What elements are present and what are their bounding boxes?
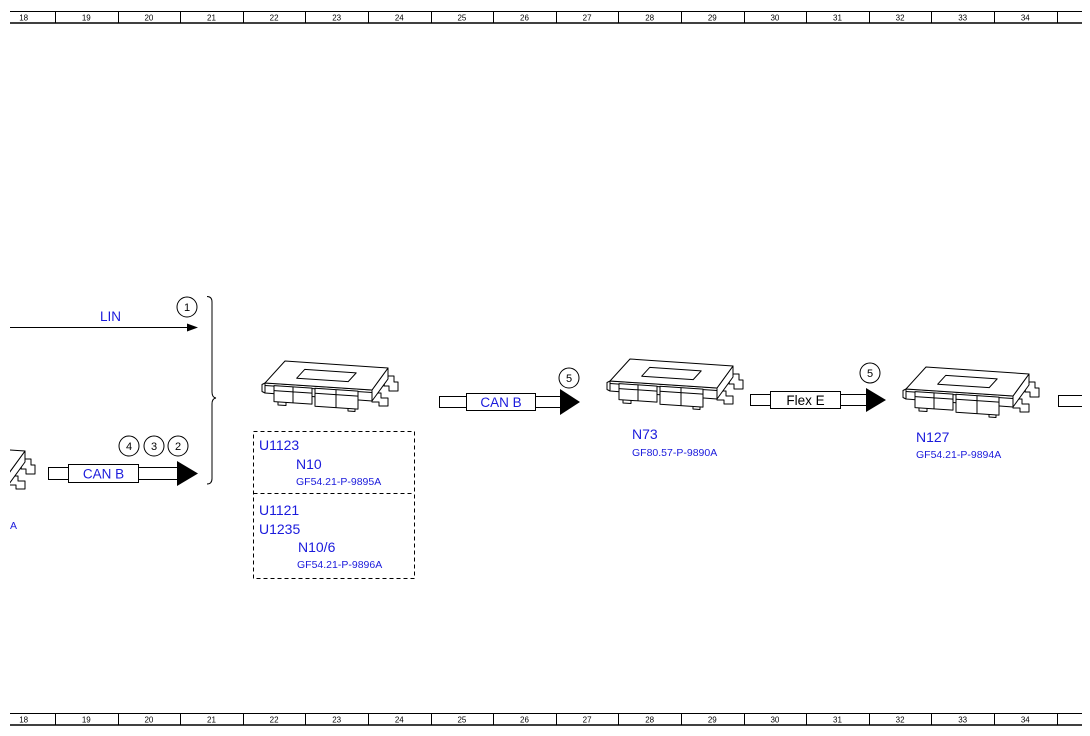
component-name-n73[interactable]: N73 bbox=[632, 426, 658, 442]
callout-number: 3 bbox=[151, 441, 157, 453]
numbered-circle-icon bbox=[118, 435, 140, 457]
doc-reference-n10[interactable]: GF54.21-P-9895A bbox=[296, 476, 381, 488]
ruler-column-number: 24 bbox=[395, 14, 404, 23]
column-ruler-bottom: 18 19 20 21 22 23 24 25 26 27 28 29 30 31 32 33 34 bbox=[10, 713, 1082, 726]
lin-signal-arrow bbox=[10, 323, 198, 332]
ruler-column-number: 25 bbox=[457, 716, 466, 725]
ruler-column-number: 22 bbox=[270, 14, 279, 23]
ruler-column-number: 34 bbox=[1021, 14, 1030, 23]
ruler-column-number: 26 bbox=[520, 716, 529, 725]
doc-reference-n10-6[interactable]: GF54.21-P-9896A bbox=[297, 559, 382, 571]
signal-arrow-stub-right bbox=[1058, 395, 1082, 407]
lin-bus-label[interactable]: LIN bbox=[100, 309, 121, 324]
ruler-column-number: 28 bbox=[645, 14, 654, 23]
ruler-column-number: 21 bbox=[207, 716, 216, 725]
can-b-bus-label[interactable]: CAN B bbox=[83, 467, 124, 482]
callout-marker-5-flex: 5 bbox=[859, 362, 881, 384]
callout-number: 2 bbox=[175, 441, 181, 453]
ruler-column-number: 31 bbox=[833, 14, 842, 23]
ruler-column-number: 19 bbox=[82, 716, 91, 725]
flex-e-bus-label: Flex E bbox=[786, 393, 824, 408]
callout-marker-lin: 1 bbox=[176, 296, 198, 318]
ruler-column-number: 22 bbox=[270, 716, 279, 725]
ruler-column-number: 19 bbox=[82, 14, 91, 23]
can-b-label-box-middle[interactable]: CAN B bbox=[466, 393, 536, 411]
ruler-column-number: 32 bbox=[896, 716, 905, 725]
numbered-circle-icon bbox=[143, 435, 165, 457]
component-name-n127[interactable]: N127 bbox=[916, 429, 950, 445]
ruler-column-number: 24 bbox=[395, 716, 404, 725]
column-ruler-top: 18 19 20 21 22 23 24 25 26 27 28 29 30 31 32 33 34 bbox=[10, 11, 1082, 24]
arrow-head-icon bbox=[187, 323, 198, 332]
ruler-column-number: 23 bbox=[332, 716, 341, 725]
ruler-column-number: 23 bbox=[332, 14, 341, 23]
callout-number: 1 bbox=[184, 302, 190, 314]
signal-label-frame bbox=[770, 391, 841, 409]
diagram-area: LIN 1 A CAN B 4 3 2 bbox=[10, 296, 1082, 579]
ruler-column-number: 34 bbox=[1021, 716, 1030, 725]
callout-number: 4 bbox=[126, 441, 132, 453]
ruler-column-number: 29 bbox=[708, 14, 717, 23]
callout-marker-3: 3 bbox=[143, 435, 165, 457]
control-unit-icon-n73 bbox=[606, 358, 744, 410]
callout-marker-5-can: 5 bbox=[558, 367, 580, 389]
fault-code-u1235[interactable]: U1235 bbox=[259, 521, 300, 537]
numbered-circle-icon bbox=[558, 367, 580, 389]
signal-label-frame bbox=[68, 464, 139, 483]
ruler-column-number: 28 bbox=[645, 716, 654, 725]
ruler-bottom-cells: 18 19 20 21 22 23 24 25 26 27 28 29 30 31 32 33 34 bbox=[19, 713, 1058, 725]
partial-doc-reference[interactable]: A bbox=[10, 520, 17, 532]
ruler-column-number: 30 bbox=[770, 14, 779, 23]
ruler-column-number: 18 bbox=[19, 14, 28, 23]
ruler-column-number: 20 bbox=[144, 14, 153, 23]
ruler-column-number: 33 bbox=[958, 14, 967, 23]
ruler-column-number: 26 bbox=[520, 14, 529, 23]
ruler-column-number: 18 bbox=[19, 716, 28, 725]
control-unit-icon-partial-left bbox=[10, 443, 36, 495]
component-name-n10[interactable]: N10 bbox=[296, 456, 322, 472]
can-b-bus-label[interactable]: CAN B bbox=[480, 395, 521, 410]
dashed-group-frame bbox=[253, 431, 415, 579]
callout-marker-4: 4 bbox=[118, 435, 140, 457]
fault-code-u1123[interactable]: U1123 bbox=[259, 437, 299, 453]
ruler-column-number: 27 bbox=[583, 14, 592, 23]
doc-reference-n73[interactable]: GF80.57-P-9890A bbox=[632, 447, 717, 459]
curly-brace-icon bbox=[206, 296, 217, 485]
control-unit-icon-n127 bbox=[902, 366, 1040, 418]
numbered-circle-icon bbox=[176, 296, 198, 318]
ruler-column-number: 29 bbox=[708, 716, 717, 725]
control-unit-icon-n10 bbox=[261, 360, 399, 412]
ruler-column-number: 33 bbox=[958, 716, 967, 725]
arrow-head-icon bbox=[560, 389, 580, 415]
flex-e-label-box: Flex E bbox=[770, 391, 841, 409]
ruler-column-number: 25 bbox=[457, 14, 466, 23]
arrow-head-icon bbox=[177, 461, 198, 486]
component-name-n10-6[interactable]: N10/6 bbox=[298, 539, 336, 555]
ruler-top-cells: 18 19 20 21 22 23 24 25 26 27 28 29 30 31 32 33 34 bbox=[19, 11, 1058, 23]
ruler-column-number: 21 bbox=[207, 14, 216, 23]
ruler-column-number: 31 bbox=[833, 716, 842, 725]
arrow-head-icon bbox=[866, 388, 886, 412]
ruler-column-number: 32 bbox=[896, 14, 905, 23]
ruler-column-number: 20 bbox=[144, 716, 153, 725]
fault-code-u1121[interactable]: U1121 bbox=[259, 502, 299, 518]
ruler-column-number: 27 bbox=[583, 716, 592, 725]
n10-component-group: U1123 N10 GF54.21-P-9895A U1121 U1235 N1… bbox=[253, 431, 415, 579]
signal-label-frame bbox=[466, 393, 536, 411]
doc-reference-n127[interactable]: GF54.21-P-9894A bbox=[916, 449, 1001, 461]
numbered-circle-icon bbox=[859, 362, 881, 384]
can-b-label-box-left[interactable]: CAN B bbox=[68, 464, 139, 483]
callout-number: 5 bbox=[867, 368, 873, 380]
numbered-circle-icon bbox=[167, 435, 189, 457]
callout-marker-2: 2 bbox=[167, 435, 189, 457]
ruler-column-number: 30 bbox=[770, 716, 779, 725]
callout-number: 5 bbox=[566, 373, 572, 385]
